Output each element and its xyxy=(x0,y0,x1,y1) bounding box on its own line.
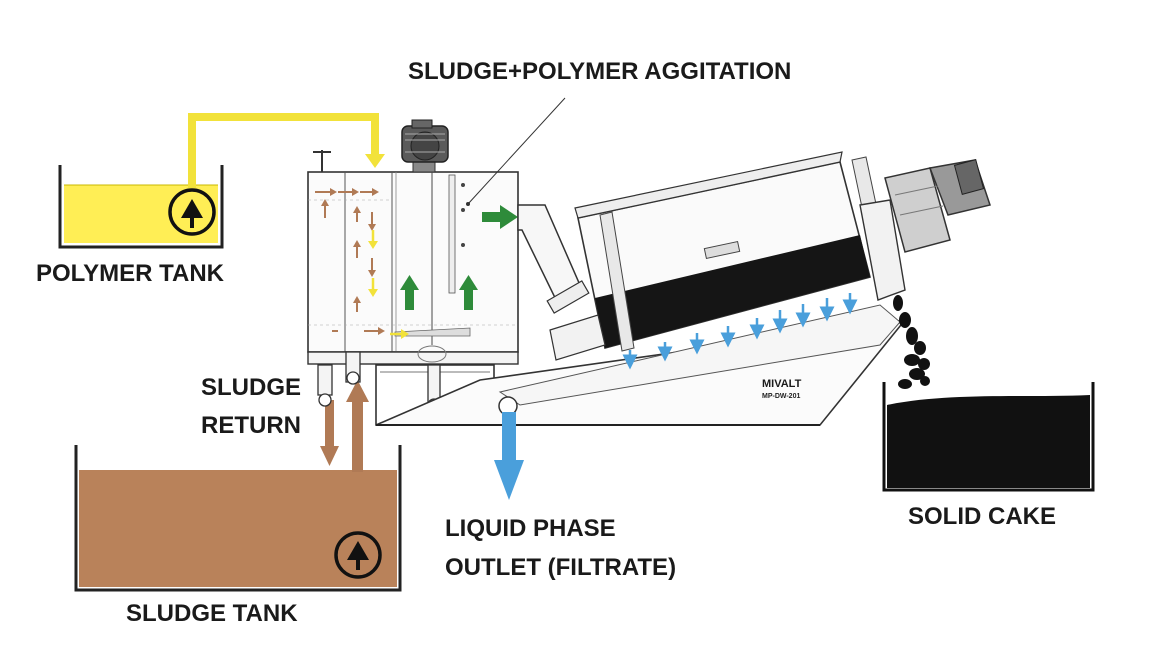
pump-icon xyxy=(168,188,216,236)
screw-press xyxy=(375,151,907,426)
sludge-return-label-line1: SLUDGE xyxy=(201,374,301,401)
motor-icon xyxy=(401,119,449,173)
machine-model-label: MP-DW-201 xyxy=(762,393,800,400)
sludge-feed-arrow xyxy=(346,380,369,472)
sludge-return-arrow xyxy=(320,400,339,466)
pump-icon xyxy=(334,531,382,579)
internal-sludge-flow xyxy=(315,188,385,335)
transfer-pipe xyxy=(517,204,590,314)
sludge-tank xyxy=(74,445,402,592)
polymer-feed-line xyxy=(188,113,385,188)
solid-cake-bin xyxy=(882,382,1095,492)
sludge-return-label-line2: RETURN xyxy=(201,412,301,439)
filtrate-outlet-arrow xyxy=(494,412,524,500)
agitation-label: SLUDGE+POLYMER AGGITATION xyxy=(408,58,791,85)
liquid-outlet-label-line2: OUTLET (FILTRATE) xyxy=(445,554,676,581)
flocculation-tank xyxy=(307,150,519,426)
polymer-tank-label: POLYMER TANK xyxy=(36,260,225,287)
liquid-outlet-label-line1: LIQUID PHASE xyxy=(445,515,616,542)
filtrate-drip-arrows xyxy=(622,293,858,370)
sludge-tank-label: SLUDGE TANK xyxy=(126,600,298,627)
machine-brand-label: MIVALT xyxy=(762,378,802,390)
gear-motor-icon xyxy=(884,159,991,253)
falling-cake xyxy=(893,295,930,389)
agitation-arrows xyxy=(400,205,518,310)
internal-polymer-flow xyxy=(368,230,409,339)
agitation-leader-line xyxy=(467,97,566,205)
solid-cake-label: SOLID CAKE xyxy=(908,503,1056,530)
